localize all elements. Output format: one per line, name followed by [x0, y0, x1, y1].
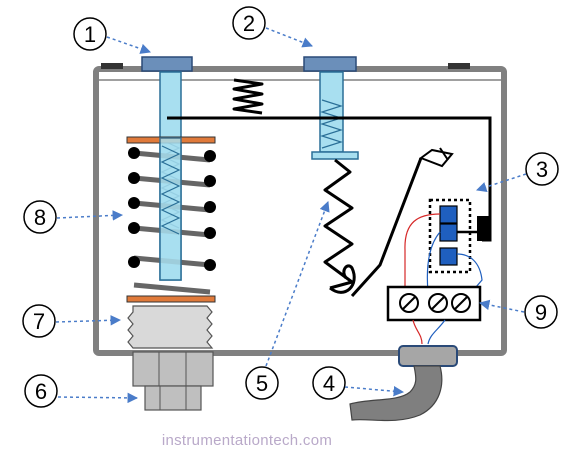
svg-text:2: 2	[243, 11, 255, 36]
svg-text:1: 1	[84, 22, 96, 47]
wire-blue-1	[456, 253, 483, 295]
watermark-text: instrumentationtech.com	[162, 432, 332, 449]
svg-text:9: 9	[535, 300, 547, 325]
enclosure-top-clip-right	[448, 63, 470, 69]
differential-spring-hook	[329, 264, 356, 294]
callout-2: 2	[232, 6, 266, 40]
callout-4: 4	[312, 366, 346, 400]
wire-blue-2	[426, 231, 441, 293]
callout-7: 7	[22, 304, 56, 338]
range-rod-front-thread	[160, 145, 181, 235]
top-spring	[232, 78, 264, 115]
svg-text:5: 5	[256, 371, 268, 396]
snap-lever	[350, 157, 423, 298]
wire-red	[404, 213, 441, 292]
callout-leaders	[55, 27, 527, 404]
enclosure-top-clip-left	[101, 63, 123, 69]
contact-com	[439, 223, 458, 242]
differential-screw-cap	[303, 56, 357, 72]
callout-3: 3	[525, 152, 559, 186]
terminal-screws	[399, 293, 471, 313]
differential-plate	[311, 151, 359, 160]
contact-no	[439, 205, 458, 224]
contact-nc	[439, 247, 458, 266]
lever-contact-block	[477, 216, 489, 241]
wire-to-cable-blue	[427, 319, 446, 345]
wire-to-cable-red	[412, 319, 423, 345]
cable-gland	[398, 345, 458, 367]
cable	[349, 365, 443, 422]
process-fitting-nozzle	[144, 385, 202, 411]
svg-text:8: 8	[34, 205, 46, 230]
callout-6: 6	[24, 374, 58, 408]
main-spring-coil-ends	[128, 147, 216, 271]
spring-lower-washer	[126, 295, 216, 303]
bellows	[127, 305, 214, 349]
callout-9: 9	[524, 295, 558, 329]
callout-1: 1	[73, 17, 107, 51]
callout-8: 8	[23, 200, 57, 234]
svg-text:3: 3	[536, 157, 548, 182]
callout-5: 5	[245, 366, 279, 400]
process-fitting-hex	[132, 351, 214, 387]
svg-text:4: 4	[323, 371, 335, 396]
svg-text:6: 6	[35, 379, 47, 404]
range-rod-front	[159, 137, 182, 281]
range-screw-cap	[141, 56, 193, 72]
differential-rod-thread	[320, 99, 343, 149]
micro-switch-frame	[428, 198, 472, 274]
svg-text:7: 7	[33, 309, 45, 334]
